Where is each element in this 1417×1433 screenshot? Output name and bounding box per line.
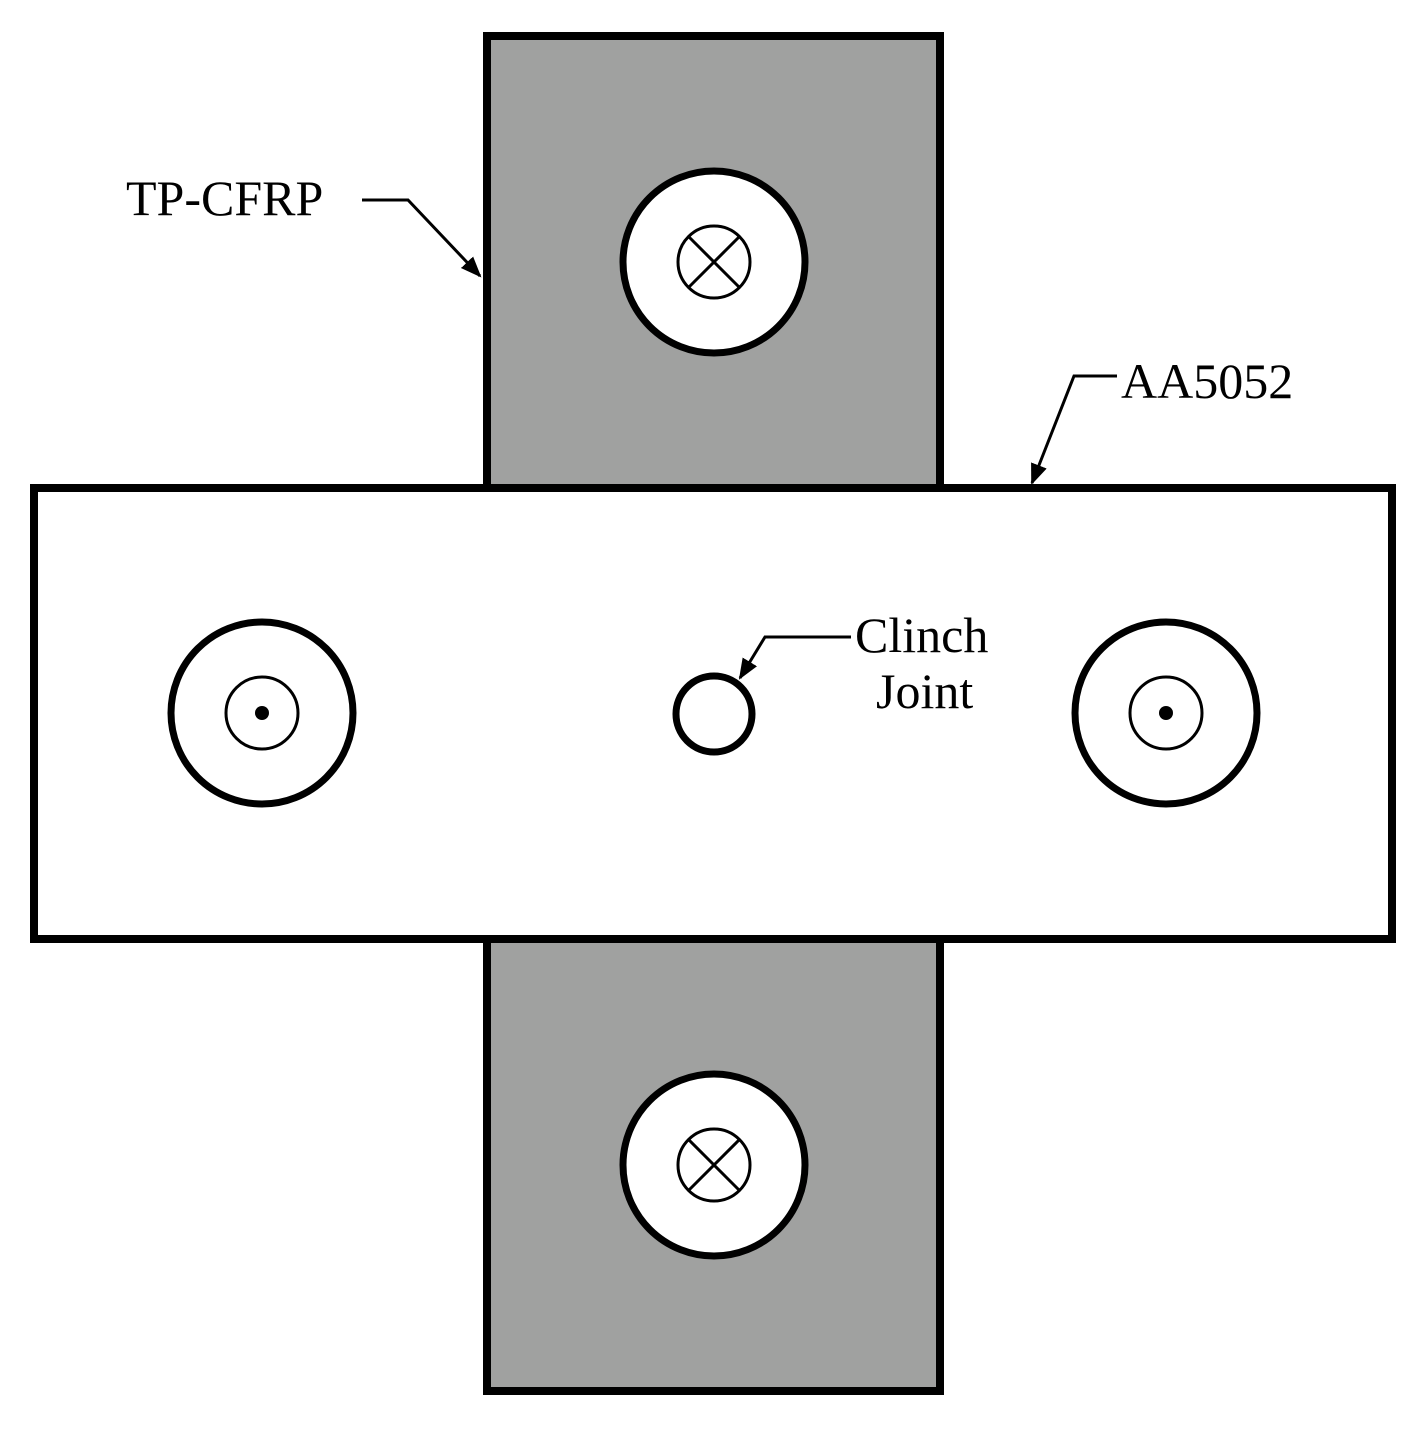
cfrp-label: TP-CFRP [126, 170, 323, 226]
aluminum-clamp-right [1071, 618, 1261, 808]
aluminum-leader-arrow [1030, 374, 1117, 485]
cfrp-clamp-bottom [619, 1070, 809, 1260]
clinch-joint [672, 672, 756, 756]
cfrp-clamp-top [619, 167, 809, 357]
aluminum-label: AA5052 [1121, 353, 1293, 409]
clinch-label-line2: Joint [876, 663, 973, 719]
aluminum-clamp-left [167, 618, 357, 808]
cfrp-leader-arrow [362, 198, 482, 278]
clinch-label-line1: Clinch [855, 607, 988, 663]
clinch-leader-arrow [738, 635, 851, 680]
